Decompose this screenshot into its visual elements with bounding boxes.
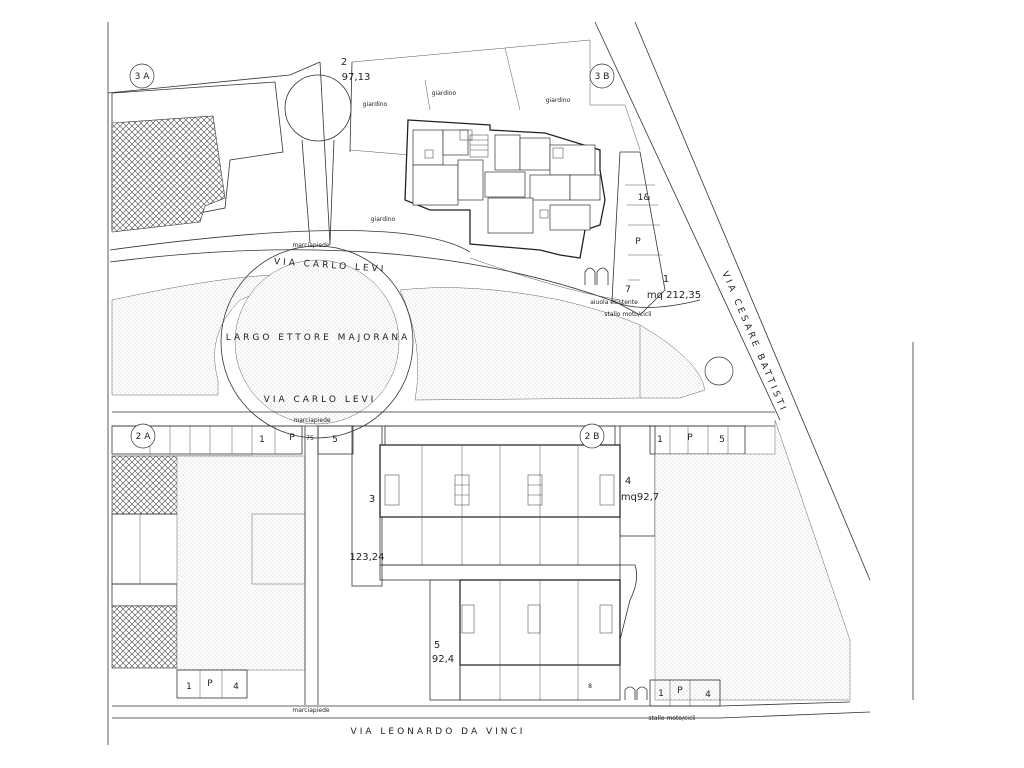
marker-3a: 3 A bbox=[129, 63, 155, 89]
marker-3b: 3 B bbox=[589, 63, 615, 89]
top-parcel bbox=[107, 39, 701, 316]
plan-edges bbox=[107, 21, 914, 745]
parking-mid-right-1: 1 bbox=[657, 435, 663, 445]
parking-bottom-left-1: 1 bbox=[186, 682, 192, 692]
garage-entrance-top bbox=[584, 267, 609, 285]
parking-bottom-right-p: P bbox=[677, 686, 683, 696]
row-house-complex bbox=[351, 425, 656, 701]
small-roundabout bbox=[704, 356, 734, 386]
existing-building-3a bbox=[111, 115, 226, 233]
svg-text:3 A: 3 A bbox=[135, 72, 151, 82]
svg-text:2 B: 2 B bbox=[585, 432, 600, 442]
parking-top-accessible: 1& bbox=[638, 193, 651, 203]
lot-3-area: 123,24 bbox=[350, 552, 385, 563]
parking-mid-right-5: 5 bbox=[719, 435, 725, 445]
parking-mid-right-p: P bbox=[687, 433, 693, 443]
parking-bottom-left-4: 4 bbox=[233, 682, 239, 692]
parking-bottom-left-p: P bbox=[207, 679, 213, 689]
lot-4-number: 4 bbox=[625, 476, 631, 487]
svg-text:3 B: 3 B bbox=[595, 72, 610, 82]
parking-mid-left-p: P bbox=[289, 433, 295, 443]
parking-bottom-right-1: 1 bbox=[658, 689, 664, 699]
moto-parking-label-bottom: stallo moto/cicli bbox=[648, 715, 696, 722]
sidewalk-label-top: marciapiede bbox=[292, 242, 329, 249]
svg-text:2 A: 2 A bbox=[136, 432, 152, 442]
lot-1-area: mq 212,35 bbox=[647, 290, 701, 301]
parking-mid-left-1: 1 bbox=[259, 435, 265, 445]
street-label-cesare-battisti: VIA CESARE BATTISTI bbox=[719, 270, 788, 414]
street-label-leonardo: VIA LEONARDO DA VINCI bbox=[351, 727, 526, 737]
lower-left-parcel bbox=[111, 425, 354, 705]
sidewalk-label-mid: marciapiede bbox=[293, 417, 330, 424]
cul-de-sac-circle bbox=[284, 74, 352, 142]
lot-2-number: 2 bbox=[341, 57, 347, 68]
parking-top-7: 7 bbox=[625, 285, 631, 295]
lot-1-number: 1 bbox=[663, 274, 669, 285]
lower-right-parcel bbox=[649, 419, 851, 707]
street-label-carlo-levi-bottom: VIA CARLO LEVI bbox=[264, 395, 377, 405]
parking-mid-left-75: 75 bbox=[306, 435, 314, 442]
hatched-building-left bbox=[111, 605, 178, 669]
garden-label-2: giardino bbox=[432, 90, 457, 97]
lot-3-number: 3 bbox=[369, 494, 375, 505]
lot-5-number: 5 bbox=[434, 640, 440, 651]
marker-2a: 2 A bbox=[130, 423, 156, 449]
parking-bottom-right-4: 4 bbox=[705, 690, 711, 700]
apartment-building-top bbox=[404, 119, 606, 259]
marker-2b: 2 B bbox=[579, 423, 605, 449]
garden-label-4: giardino bbox=[371, 216, 396, 223]
lot-5-area: 92,4 bbox=[432, 654, 454, 665]
moto-parking-label-top: stallo moto/cicli bbox=[604, 311, 652, 318]
garden-label-3: giardino bbox=[546, 97, 571, 104]
flowerbed-label: aiuola esistente bbox=[590, 299, 638, 306]
middle-sidewalk bbox=[112, 411, 775, 427]
lot-4-area: mq92,7 bbox=[621, 492, 659, 503]
largo-roundabout bbox=[234, 259, 400, 425]
sidewalk-label-bottom: marciapiede bbox=[292, 707, 329, 714]
street-label-largo: LARGO ETTORE MAJORANA bbox=[226, 333, 411, 343]
unit-number-8: 8 bbox=[588, 683, 592, 690]
central-green bbox=[111, 245, 734, 439]
bottom-sidewalk bbox=[112, 701, 871, 719]
parking-top-p: P bbox=[635, 237, 641, 247]
lot-2-area: 97,13 bbox=[342, 72, 371, 83]
garden-label-1: giardino bbox=[363, 101, 388, 108]
parking-mid-left-5: 5 bbox=[332, 435, 338, 445]
